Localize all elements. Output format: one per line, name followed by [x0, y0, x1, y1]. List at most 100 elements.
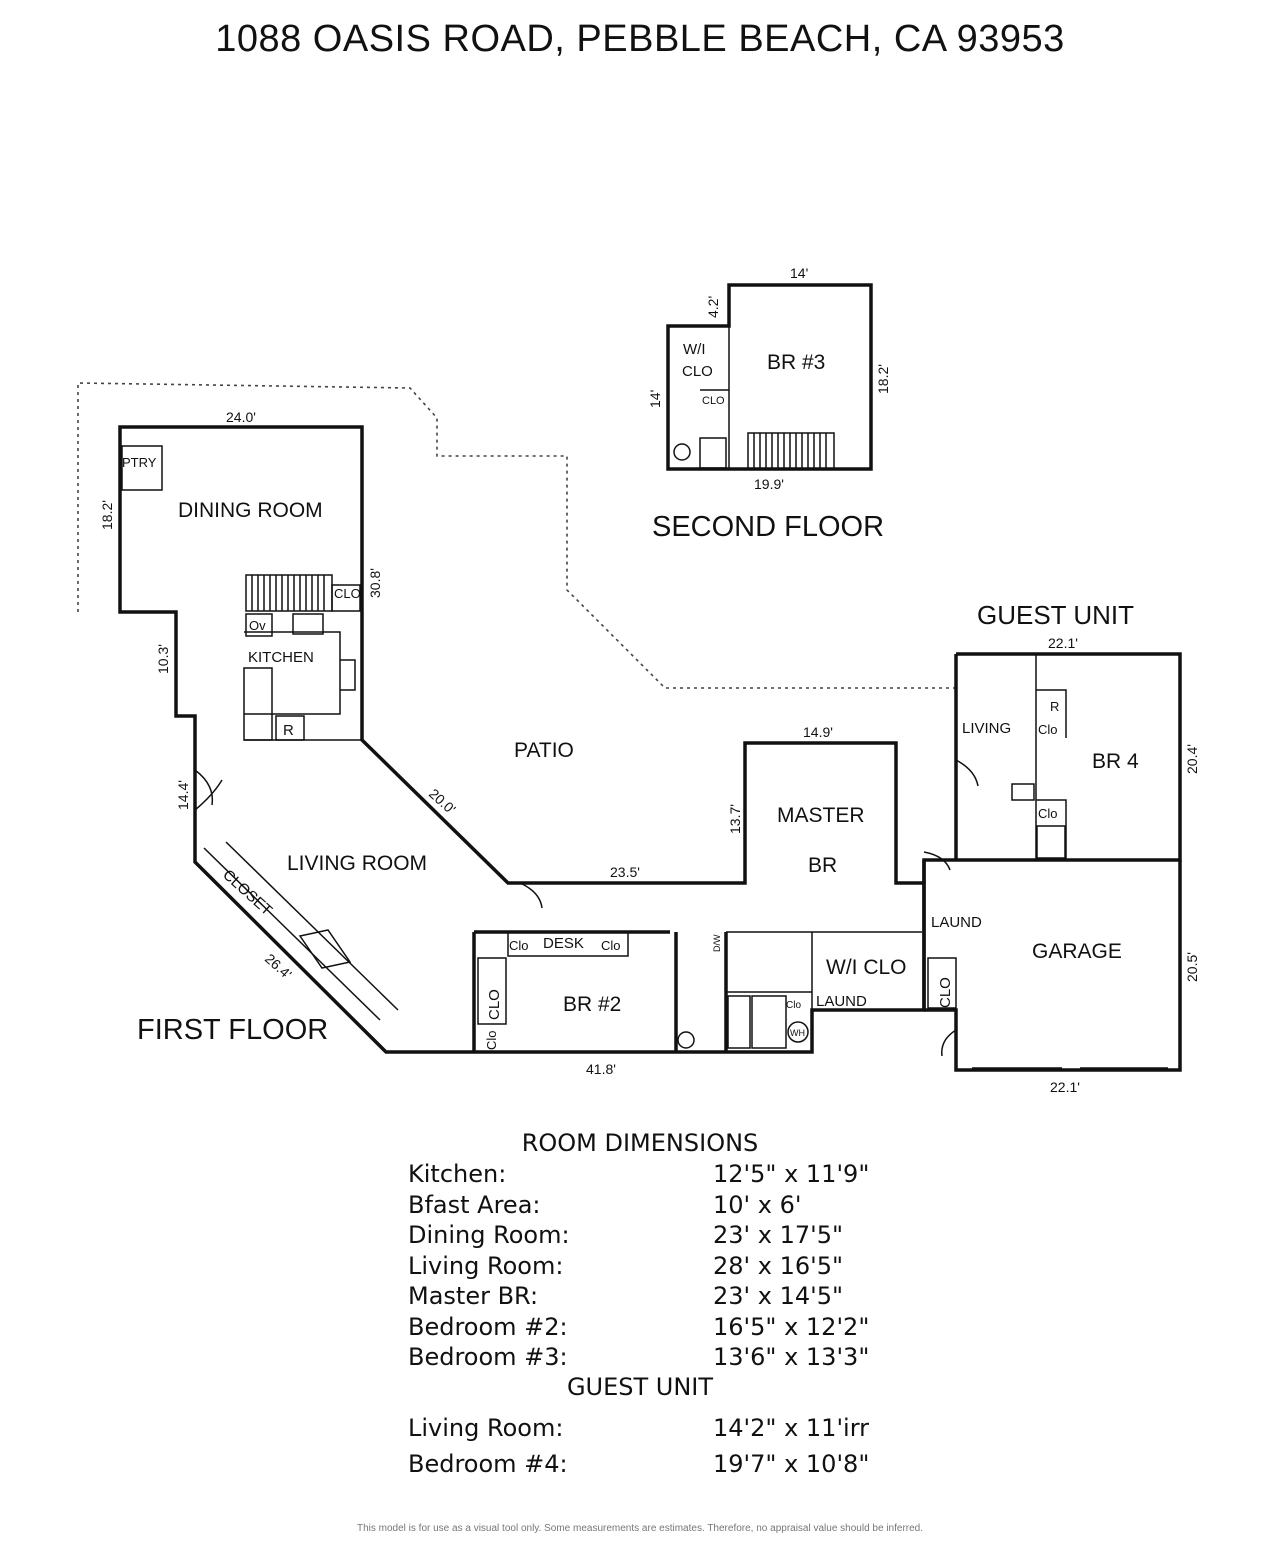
guest-sink: [1011, 783, 1035, 801]
guest-unit-dimensions-heading: GUEST UNIT: [566, 1373, 714, 1401]
ptry-label: PTRY: [122, 455, 157, 470]
dim-row-name: Kitchen:: [408, 1160, 507, 1188]
second-floor-heading: SECOND FLOOR: [652, 511, 884, 543]
wi-clo-label: W/I CLO: [826, 956, 907, 979]
garage-closet-label: CLO: [937, 977, 954, 1008]
clo-label-3: Clo: [1038, 722, 1058, 737]
patio-outline: [77, 382, 955, 689]
wi-label-2: CLO: [682, 363, 713, 380]
br2-closet-label: CLO: [486, 989, 503, 1020]
floor-plan: DINING ROOM KITCHEN LIVING ROOM PATIO MA…: [77, 265, 1200, 1095]
oven-box: [245, 613, 273, 637]
second-floor-inner: [700, 326, 730, 469]
ptry-box: [121, 445, 163, 491]
clo-label-1: Clo: [509, 938, 529, 953]
dim-row-size: 10' x 6': [713, 1191, 802, 1219]
disclaimer: This model is for use as a visual tool o…: [356, 1523, 924, 1534]
dim-row-size: 28' x 16'5": [713, 1252, 844, 1280]
dining-room-label: DINING ROOM: [178, 499, 323, 522]
guest-inner-walls: [1035, 654, 1067, 860]
dim-guest-width: 22.1': [1048, 635, 1078, 651]
shower-box: [751, 995, 787, 1049]
second-shower: [699, 437, 727, 469]
dim-row-size: 13'6" x 13'3": [713, 1343, 870, 1371]
second-floor-walls: [666, 283, 873, 471]
dim-br3-left: 14': [647, 390, 663, 408]
dim-front-wall: 41.8': [586, 1061, 616, 1077]
dim-west-wall: 10.3': [155, 644, 171, 674]
br2-label: BR #2: [563, 993, 621, 1016]
wh-label: WH: [790, 1028, 805, 1038]
closet-walls: [203, 841, 399, 1021]
garage-walls: [922, 860, 1182, 1072]
dim-row-name: Living Room:: [408, 1414, 564, 1442]
clo-label-2: Clo: [601, 938, 621, 953]
first-floor-heading: FIRST FLOOR: [137, 1014, 328, 1046]
wi-label-1: W/I: [683, 341, 706, 358]
br2-closet-box: [477, 957, 507, 1025]
dim-row-name: Bedroom #2:: [408, 1313, 568, 1341]
clo-kitchen-box: [331, 584, 361, 612]
dim-patio-edge: 23.5': [610, 864, 640, 880]
door-arc-patio: [519, 882, 543, 909]
dim-br3-bottom: 19.9': [754, 476, 784, 492]
door-arc-guest: [923, 759, 979, 1057]
dim-br3-side: 18.2': [875, 364, 891, 394]
dim-row-name: Living Room:: [408, 1252, 564, 1280]
clo-label-4: Clo: [1038, 806, 1058, 821]
clo-label-7: Clo: [786, 1000, 801, 1011]
kitchen-label: KITCHEN: [248, 649, 314, 666]
dim-row-name: Bedroom #3:: [408, 1343, 568, 1371]
fridge-label-2: R: [1050, 699, 1059, 714]
second-toilet: [673, 443, 691, 461]
dim-living-diagonal: 20.0': [426, 785, 459, 817]
dim-dining-depth: 18.2': [99, 500, 115, 530]
dim-row-size: 16'5" x 12'2": [713, 1313, 870, 1341]
clo-label-5: Clo: [484, 1030, 499, 1050]
patio-label: PATIO: [514, 739, 574, 762]
dim-guest-depth: 20.4': [1184, 744, 1200, 774]
dim-master-side: 13.7': [727, 804, 743, 834]
desk-label: DESK: [543, 935, 584, 952]
cooktop: [292, 613, 324, 635]
dim-kitchen-side: 30.8': [367, 568, 383, 598]
dim-row-size: 23' x 17'5": [713, 1221, 844, 1249]
oven-label: Ov: [249, 618, 266, 633]
fireplace: [298, 929, 352, 969]
guest-unit-heading: GUEST UNIT: [977, 600, 1134, 630]
dim-row-size: 23' x 14'5": [713, 1282, 844, 1310]
guest-living-label: LIVING: [962, 720, 1011, 737]
tub-box: [727, 995, 751, 1049]
fridge-label-1: R: [283, 722, 294, 739]
page-title: 1088 OASIS ROAD, PEBBLE BEACH, CA 93953: [215, 18, 1065, 60]
dim-row-name: Master BR:: [408, 1282, 539, 1310]
dw-label: D/W: [712, 934, 722, 952]
dim-garage-depth: 20.5': [1184, 952, 1200, 982]
master-label-2: BR: [808, 854, 837, 877]
br4-label: BR 4: [1092, 750, 1139, 773]
desk-box: [507, 931, 629, 957]
dim-row-size: 12'5" x 11'9": [713, 1160, 870, 1188]
dim-living-entry: 14.4': [175, 780, 191, 810]
dim-br3-step: 4.2': [705, 296, 721, 318]
master-bath-walls: [726, 931, 922, 1010]
dim-dining-width: 24.0': [226, 409, 256, 425]
door-arc-living: [194, 769, 223, 811]
dim-br3-top: 14': [790, 265, 808, 281]
toilet-br2: [677, 1031, 695, 1049]
guest-shower: [1036, 825, 1066, 859]
room-dimensions-heading: ROOM DIMENSIONS: [521, 1129, 759, 1157]
garage-label: GARAGE: [1032, 940, 1122, 963]
guest-unit-walls: [922, 652, 1182, 883]
water-heater: [787, 1021, 809, 1043]
living-room-label: LIVING ROOM: [287, 852, 427, 875]
dim-row-name: Bedroom #4:: [408, 1450, 568, 1478]
kitchen-island: [243, 631, 356, 741]
fridge-box: [275, 715, 305, 741]
clo-label-6: CLO: [702, 395, 725, 407]
laund-label-1: LAUND: [931, 914, 982, 931]
garage-closet: [927, 957, 957, 1009]
dim-garage-width: 22.1': [1050, 1079, 1080, 1095]
dim-master-width: 14.9': [803, 724, 833, 740]
stairs-first-floor: [245, 574, 333, 612]
